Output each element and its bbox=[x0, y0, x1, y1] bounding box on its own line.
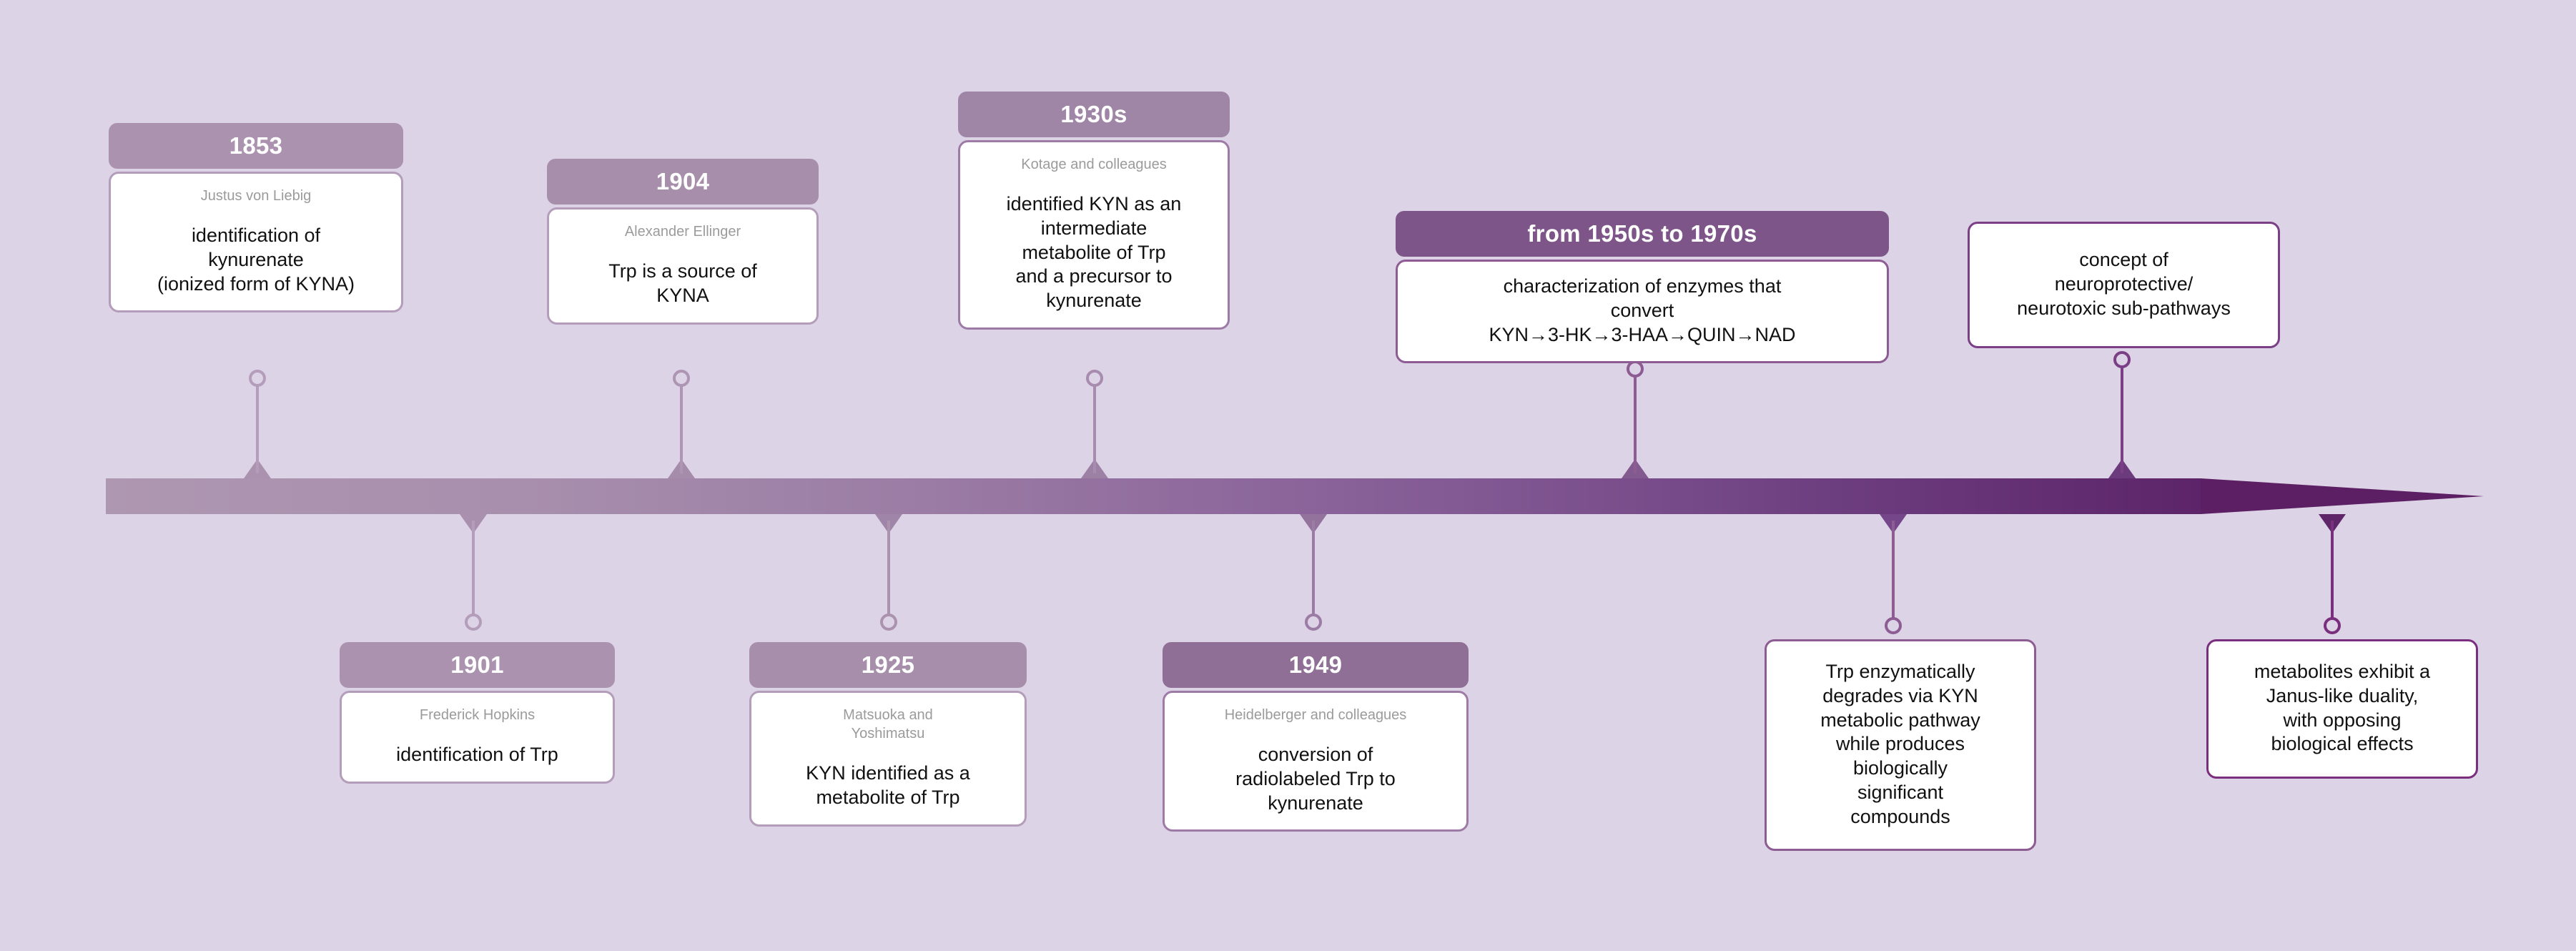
card-description: identification of Trp bbox=[396, 744, 558, 765]
year-pill: 1930s bbox=[958, 92, 1230, 137]
timeline-arrowhead-icon bbox=[2201, 478, 2484, 514]
year-pill: 1949 bbox=[1163, 642, 1469, 688]
year-pill: 1925 bbox=[749, 642, 1027, 688]
year-pill: 1901 bbox=[340, 642, 615, 688]
card-author: Heidelberger and colleagues bbox=[1224, 707, 1407, 723]
timeline-card-below-1901[interactable]: 1901 Frederick Hopkins identification of… bbox=[340, 642, 615, 784]
timeline-card-above-1950s-1970s[interactable]: from 1950s to 1970s characterization of … bbox=[1396, 211, 1889, 364]
timeline-axis bbox=[0, 459, 2576, 533]
timeline-card-above-1930s[interactable]: 1930s Kotage and colleagues identified K… bbox=[958, 92, 1230, 330]
timeline-card-above-1904[interactable]: 1904 Alexander Ellinger Trp is a source … bbox=[547, 159, 819, 325]
card-author: Frederick Hopkins bbox=[419, 707, 536, 723]
year-pill: 1904 bbox=[547, 159, 819, 205]
timeline-card-below-1949[interactable]: 1949 Heidelberger and colleagues convers… bbox=[1163, 642, 1469, 832]
card-body: Frederick Hopkins identification of Trp bbox=[340, 691, 615, 784]
card-author: Justus von Liebig bbox=[200, 188, 312, 204]
year-pill: from 1950s to 1970s bbox=[1396, 211, 1889, 257]
card-author: Kotage and colleagues bbox=[1021, 157, 1167, 172]
timeline-card-above-1853[interactable]: 1853 Justus von Liebig identification of… bbox=[109, 123, 403, 313]
card-author: Alexander Ellinger bbox=[624, 224, 741, 240]
card-body: Heidelberger and colleagues conversion o… bbox=[1163, 691, 1469, 832]
card-body: Kotage and colleagues identified KYN as … bbox=[958, 140, 1230, 330]
timeline-bar bbox=[106, 478, 2201, 514]
year-pill: 1853 bbox=[109, 123, 403, 169]
